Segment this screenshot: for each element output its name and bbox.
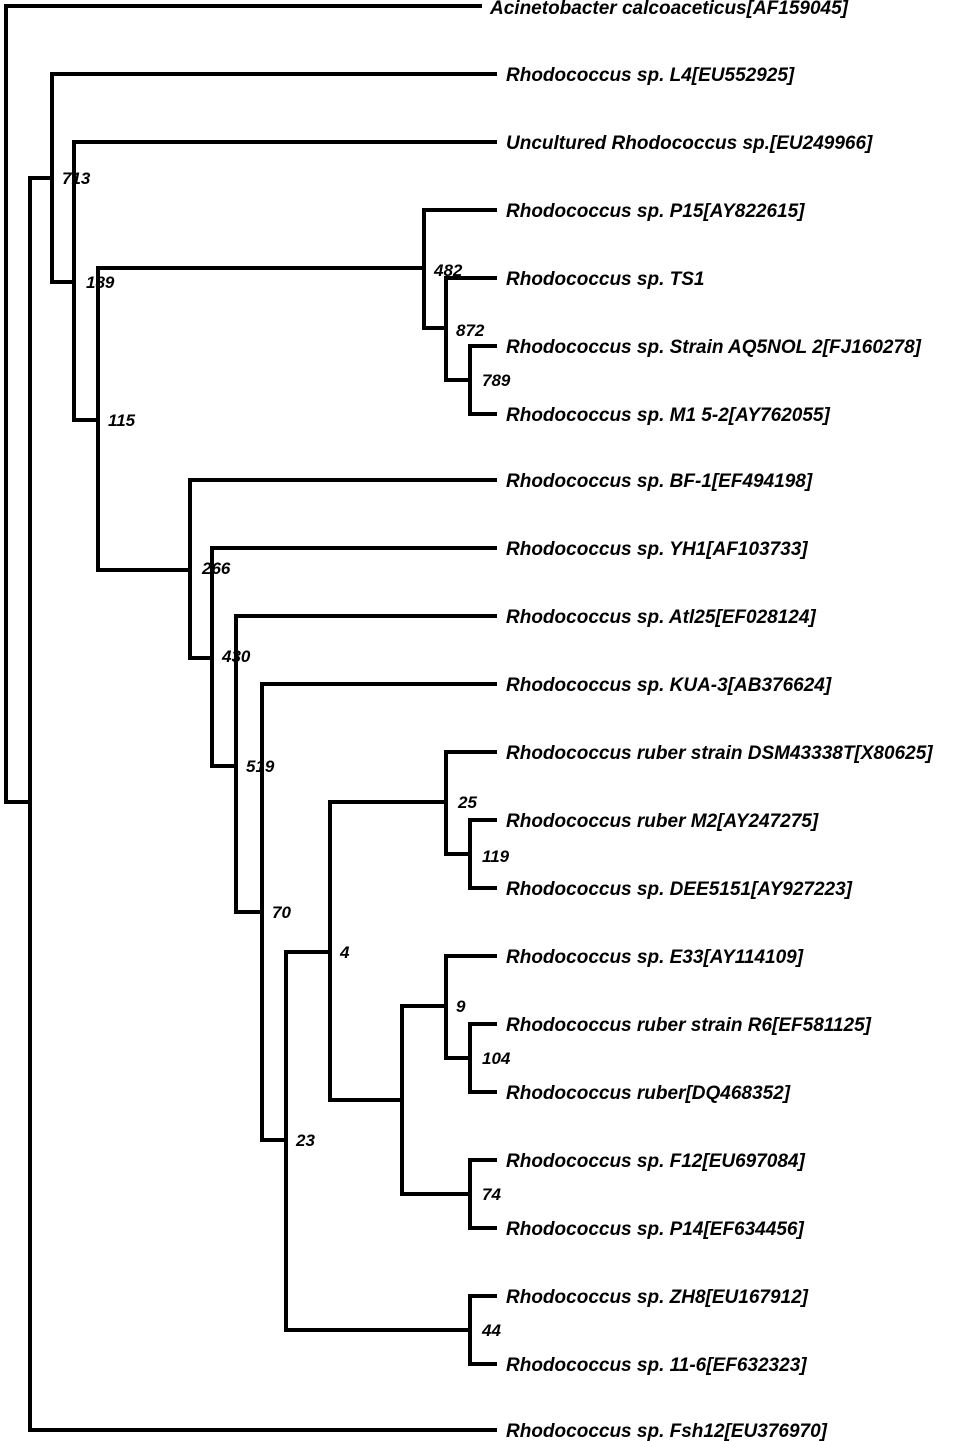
branch-node-713 <box>72 140 497 422</box>
bootstrap-value: 266 <box>201 559 231 578</box>
leaf-label: Rhodococcus sp. L4[EU552925] <box>506 65 795 86</box>
leaf-label: Rhodococcus ruber strain DSM43338T[X8062… <box>506 743 933 764</box>
branch-node-430 <box>210 546 497 768</box>
leaf-label: Rhodococcus sp. ZH8[EU167912] <box>506 1287 809 1308</box>
branch-node-4 <box>328 800 448 1102</box>
leaf-label: Rhodococcus sp. KUA-3[AB376624] <box>506 675 832 696</box>
branch-node-25 <box>444 750 497 856</box>
bootstrap-value: 70 <box>272 903 291 922</box>
leaf-label: Rhodococcus sp. P14[EF634456] <box>506 1219 804 1240</box>
bootstrap-value: 4 <box>339 943 350 962</box>
bootstrap-value: 482 <box>433 261 463 280</box>
leaf-label: Rhodococcus sp. Strain AQ5NOL 2[FJ160278… <box>506 337 922 358</box>
leaf-label: Rhodococcus sp. M1 5-2[AY762055] <box>506 405 830 426</box>
bootstrap-value: 25 <box>457 793 477 812</box>
bootstrap-value: 104 <box>482 1049 511 1068</box>
leaf-label: Uncultured Rhodococcus sp.[EU249966] <box>506 133 873 154</box>
branch-node-70 <box>260 682 497 1142</box>
leaf-labels: Acinetobacter calcoaceticus[AF159045] Rh… <box>489 0 933 1441</box>
leaf-label: Rhodococcus sp. Fsh12[EU376970] <box>506 1421 828 1441</box>
bootstrap-value: 789 <box>482 371 511 390</box>
leaf-label: Rhodococcus sp. DEE5151[AY927223] <box>506 879 853 900</box>
branch-node-482 <box>422 208 497 330</box>
branch-node-119 <box>468 818 497 890</box>
leaf-label: Rhodococcus sp. F12[EU697084] <box>506 1151 805 1172</box>
leaf-label: Rhodococcus sp. P15[AY822615] <box>506 201 805 222</box>
bootstrap-value: 872 <box>456 321 485 340</box>
branch-node-9-74 <box>400 1004 472 1196</box>
leaf-label: Rhodococcus sp. YH1[AF103733] <box>506 539 808 560</box>
branch-node-104 <box>468 1022 497 1094</box>
tree-branches <box>4 4 497 1432</box>
bootstrap-value: 713 <box>62 169 91 188</box>
branch-node-266 <box>188 478 497 660</box>
bootstrap-value: 9 <box>456 997 466 1016</box>
bootstrap-value: 23 <box>295 1131 315 1150</box>
bootstrap-value: 519 <box>246 757 275 776</box>
branch-l4-node <box>50 72 497 284</box>
branch-node-44 <box>468 1294 497 1366</box>
leaf-label: Acinetobacter calcoaceticus[AF159045] <box>489 0 849 19</box>
branch-node-519 <box>234 614 497 914</box>
bootstrap-labels: 713 189 115 482 872 789 266 430 519 70 4… <box>62 169 511 1340</box>
branch-node-23 <box>284 950 472 1332</box>
bootstrap-value: 189 <box>86 273 115 292</box>
bootstrap-value: 430 <box>221 647 251 666</box>
leaf-label: Rhodococcus sp. 11-6[EF632323] <box>506 1355 807 1376</box>
leaf-label: Rhodococcus sp. Atl25[EF028124] <box>506 607 816 628</box>
bootstrap-value: 74 <box>482 1185 501 1204</box>
branch-node-189 <box>96 266 426 572</box>
leaf-label: Rhodococcus ruber[DQ468352] <box>506 1083 791 1104</box>
branch-node-789 <box>468 344 497 416</box>
branch-node-74 <box>468 1158 497 1230</box>
leaf-label: Rhodococcus sp. E33[AY114109] <box>506 947 804 968</box>
branch-ingroup <box>28 176 497 1432</box>
bootstrap-value: 115 <box>108 411 136 430</box>
leaf-label: Rhodococcus sp. BF-1[EF494198] <box>506 471 813 492</box>
branch-root <box>4 4 482 804</box>
bootstrap-value: 119 <box>482 847 510 866</box>
bootstrap-value: 44 <box>481 1321 501 1340</box>
leaf-label: Rhodococcus ruber M2[AY247275] <box>506 811 819 832</box>
branch-node-9 <box>444 954 497 1060</box>
leaf-label: Rhodococcus ruber strain R6[EF581125] <box>506 1015 872 1036</box>
leaf-label: Rhodococcus sp. TS1 <box>506 269 704 290</box>
branch-node-872 <box>444 276 497 382</box>
